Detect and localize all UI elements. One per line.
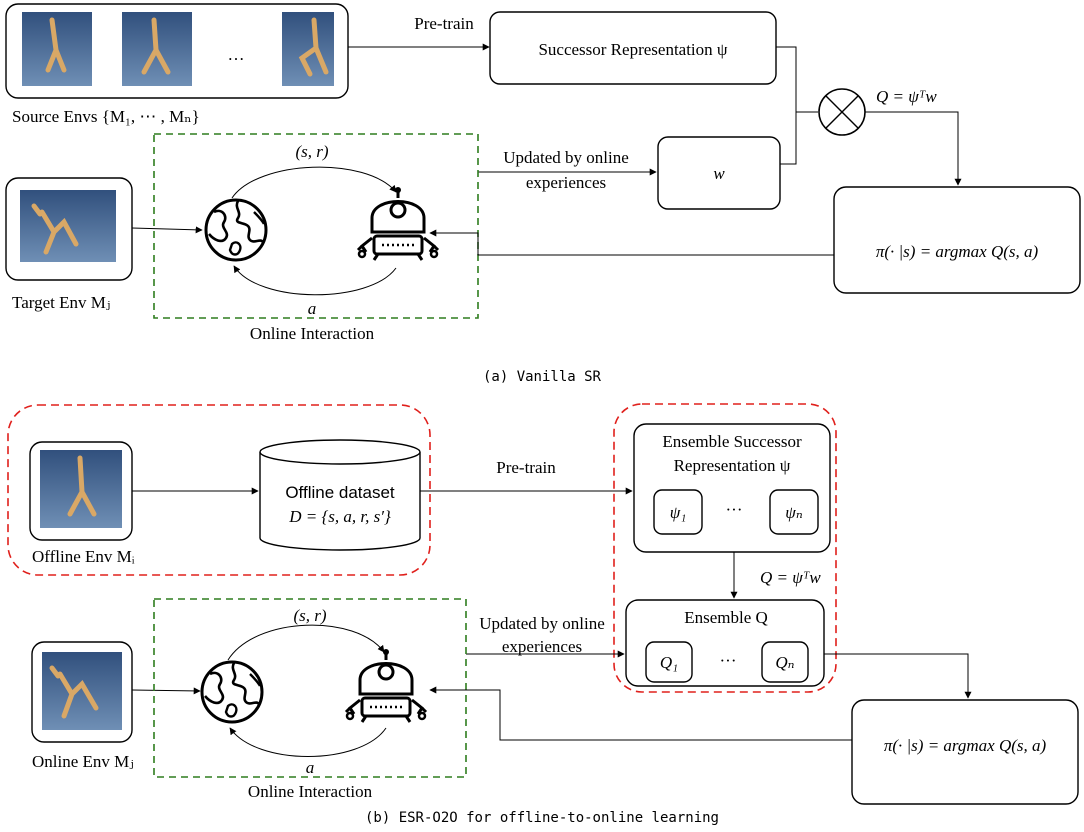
q-dots: ··· [720, 651, 737, 670]
w-label: w [713, 164, 725, 183]
online-interaction-frame-b [153, 598, 467, 778]
ensemble-sr-label-line1: Ensemble Successor [662, 432, 802, 451]
online-interaction-label-b: Online Interaction [248, 782, 373, 801]
dataset-label-line1: Offline dataset [285, 483, 395, 502]
ensemble-q-to-policy-arrow [824, 653, 972, 699]
updated-label-b-line1: Updated by online [479, 614, 605, 633]
w-to-multiply-line [780, 112, 797, 165]
psi-1-box [653, 489, 703, 535]
psi-1-label: ψ₁ [670, 503, 686, 522]
policy-to-agent-arrow-a [429, 229, 834, 256]
globe-icon [200, 660, 264, 724]
successor-representation-label: Successor Representation ψ [538, 40, 727, 59]
target-env-thumbnail [20, 190, 116, 262]
policy-box-b [851, 699, 1079, 805]
q-n-box [761, 641, 809, 683]
robot-icon [356, 185, 440, 262]
offline-dataset-cylinder [259, 439, 421, 551]
source-env-thumbnail-2 [122, 12, 192, 86]
caption-b: (b) ESR-O2O for offline-to-online learni… [365, 810, 719, 826]
pretrain-label-a: Pre-train [414, 14, 474, 33]
psi-n-label: ψₙ [785, 503, 803, 522]
action-label-a: a [308, 299, 317, 318]
pretrain-label-b: Pre-train [496, 458, 556, 477]
offline-env-label: Offline Env Mᵢ [32, 547, 135, 566]
psi-n-box [769, 489, 819, 535]
world-to-agent-arc-a [231, 166, 397, 199]
sr-to-multiply-line [776, 46, 818, 113]
sr-pair-label-a: (s, r) [295, 142, 328, 161]
robot-icon [344, 647, 428, 724]
updated-label-a-line2: experiences [526, 173, 606, 192]
updated-label-b-line2: experiences [502, 637, 582, 656]
q-1-box [645, 641, 693, 683]
q-n-label: Qₙ [775, 653, 794, 672]
sr-pair-label-b: (s, r) [293, 606, 326, 625]
q-1-label: Q₁ [660, 653, 678, 672]
policy-to-agent-arrow-b [429, 686, 852, 741]
online-interaction-frame-a [153, 133, 479, 319]
source-envs-ellipsis: … [228, 45, 245, 64]
policy-label-b: π(· |s) = argmax Q(s, a) [884, 736, 1047, 755]
ensemble-q-label: Ensemble Q [684, 608, 768, 627]
online-env-thumbnail [42, 652, 122, 730]
source-envs-label: Source Envs {M₁, ⋯ , Mₙ} [12, 107, 200, 126]
updated-label-a-line1: Updated by online [503, 148, 629, 167]
q-formula-a: Q = ψᵀw [876, 87, 937, 106]
w-box [657, 136, 781, 210]
q-formula-b: Q = ψᵀw [760, 568, 821, 587]
source-env-thumbnail-3 [282, 12, 334, 86]
agent-to-world-arc-b [229, 727, 387, 757]
action-label-b: a [306, 758, 315, 777]
policy-label-a: π(· |s) = argmax Q(s, a) [876, 242, 1039, 261]
dataset-label-line2: D = {s, a, r, s′} [288, 507, 391, 526]
target-env-to-world-arrow [131, 226, 203, 234]
target-env-label: Target Env Mⱼ [12, 293, 110, 312]
caption-a: (a) Vanilla SR [483, 369, 602, 385]
multiply-node [818, 88, 866, 136]
offline-frame [7, 404, 431, 576]
psi-dots: ··· [726, 500, 743, 519]
online-env-to-world-arrow [131, 687, 201, 695]
online-env-label: Online Env Mⱼ [32, 752, 134, 771]
ensemble-frame [613, 403, 837, 693]
world-to-agent-arc-b [227, 624, 385, 661]
agent-to-world-arc-a [233, 265, 397, 296]
source-env-thumbnail-1 [22, 12, 92, 86]
online-interaction-label-a: Online Interaction [250, 324, 375, 343]
policy-box-a [833, 186, 1081, 294]
offline-env-thumbnail [40, 450, 122, 528]
successor-representation-box [489, 11, 777, 85]
multiply-to-policy-arrow [865, 111, 962, 186]
ensemble-sr-label-line2: Representation ψ [674, 456, 791, 475]
globe-icon [204, 198, 268, 262]
